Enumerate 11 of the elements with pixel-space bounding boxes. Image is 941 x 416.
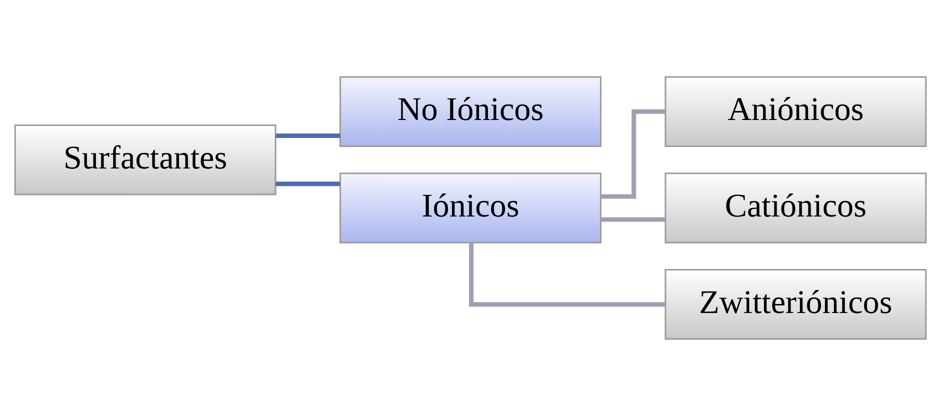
connector — [469, 242, 666, 307]
node-box: Zwitteriónicos — [664, 268, 927, 340]
node-box: Iónicos — [340, 172, 602, 244]
connector — [600, 109, 666, 199]
node-box: No Iónicos — [340, 76, 602, 148]
connector — [276, 182, 340, 186]
node-box: Aniónicos — [664, 76, 927, 148]
node-box: Catiónicos — [664, 172, 927, 244]
connector — [600, 217, 666, 222]
connector — [276, 133, 340, 138]
node-box: Surfactantes — [14, 124, 276, 196]
